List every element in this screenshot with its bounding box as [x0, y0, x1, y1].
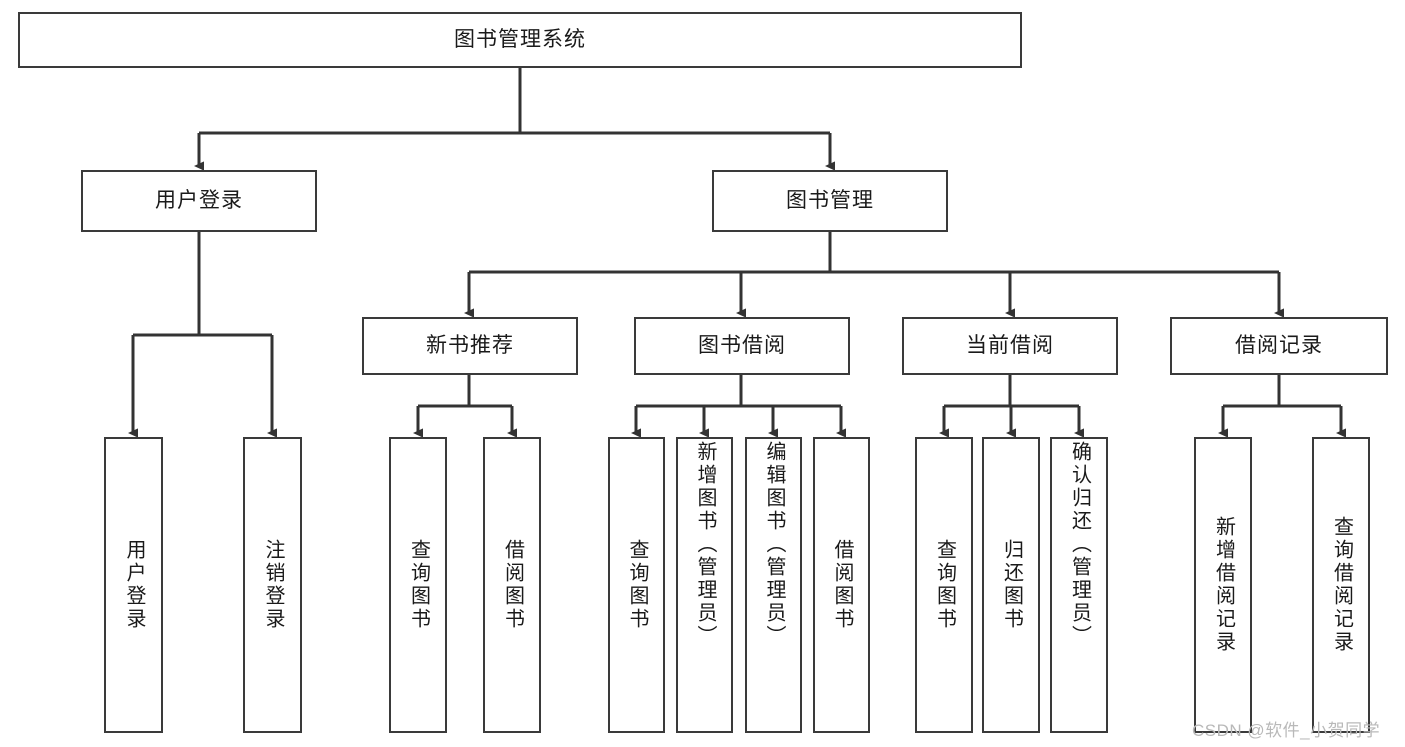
- node-leaf-borrow-book[interactable]: 借阅图书: [813, 437, 870, 733]
- node-book-manage[interactable]: 图书管理: [712, 170, 948, 232]
- node-label: 图书管理系统: [454, 28, 586, 52]
- node-leaf-add-borrow-record[interactable]: 新增借阅记录: [1194, 437, 1252, 733]
- node-label: 新书推荐: [426, 334, 514, 358]
- node-label: 确认归还（管理员）: [1068, 441, 1091, 648]
- node-book-borrow[interactable]: 图书借阅: [634, 317, 850, 375]
- node-label: 新增借阅记录: [1212, 516, 1235, 654]
- node-label: 借阅记录: [1235, 334, 1323, 358]
- node-label: 借阅图书: [501, 539, 524, 631]
- node-current-borrow[interactable]: 当前借阅: [902, 317, 1118, 375]
- node-label: 图书管理: [786, 189, 874, 213]
- node-label: 用户登录: [123, 539, 145, 631]
- node-label: 查询图书: [626, 539, 648, 631]
- watermark: CSDN @软件_小贺同学: [1192, 721, 1381, 740]
- node-leaf-edit-book-admin[interactable]: 编辑图书（管理员）: [745, 437, 802, 733]
- node-label: 注销登录: [262, 539, 284, 631]
- node-leaf-confirm-return-admin[interactable]: 确认归还（管理员）: [1050, 437, 1108, 733]
- node-leaf-user-login[interactable]: 用户登录: [104, 437, 163, 733]
- node-label: 新增图书（管理员）: [694, 441, 716, 648]
- node-label: 当前借阅: [966, 334, 1054, 358]
- node-leaf-logout[interactable]: 注销登录: [243, 437, 302, 733]
- node-leaf-add-book-admin[interactable]: 新增图书（管理员）: [676, 437, 733, 733]
- node-borrow-record[interactable]: 借阅记录: [1170, 317, 1388, 375]
- node-leaf-borrow-book-recommend[interactable]: 借阅图书: [483, 437, 541, 733]
- node-leaf-search-book-borrow[interactable]: 查询图书: [608, 437, 665, 733]
- node-root-library-system[interactable]: 图书管理系统: [18, 12, 1022, 68]
- node-leaf-search-book-recommend[interactable]: 查询图书: [389, 437, 447, 733]
- node-leaf-search-borrow-record[interactable]: 查询借阅记录: [1312, 437, 1370, 733]
- node-leaf-return-book[interactable]: 归还图书: [982, 437, 1040, 733]
- node-label: 编辑图书（管理员）: [763, 441, 785, 648]
- node-label: 查询图书: [407, 539, 430, 631]
- node-label: 用户登录: [155, 189, 243, 213]
- node-label: 归还图书: [1000, 539, 1023, 631]
- node-label: 图书借阅: [698, 334, 786, 358]
- node-label: 借阅图书: [831, 539, 853, 631]
- node-new-book-recommend[interactable]: 新书推荐: [362, 317, 578, 375]
- node-label: 查询图书: [933, 539, 956, 631]
- node-label: 查询借阅记录: [1330, 516, 1353, 654]
- node-user-login[interactable]: 用户登录: [81, 170, 317, 232]
- node-leaf-search-book-current[interactable]: 查询图书: [915, 437, 973, 733]
